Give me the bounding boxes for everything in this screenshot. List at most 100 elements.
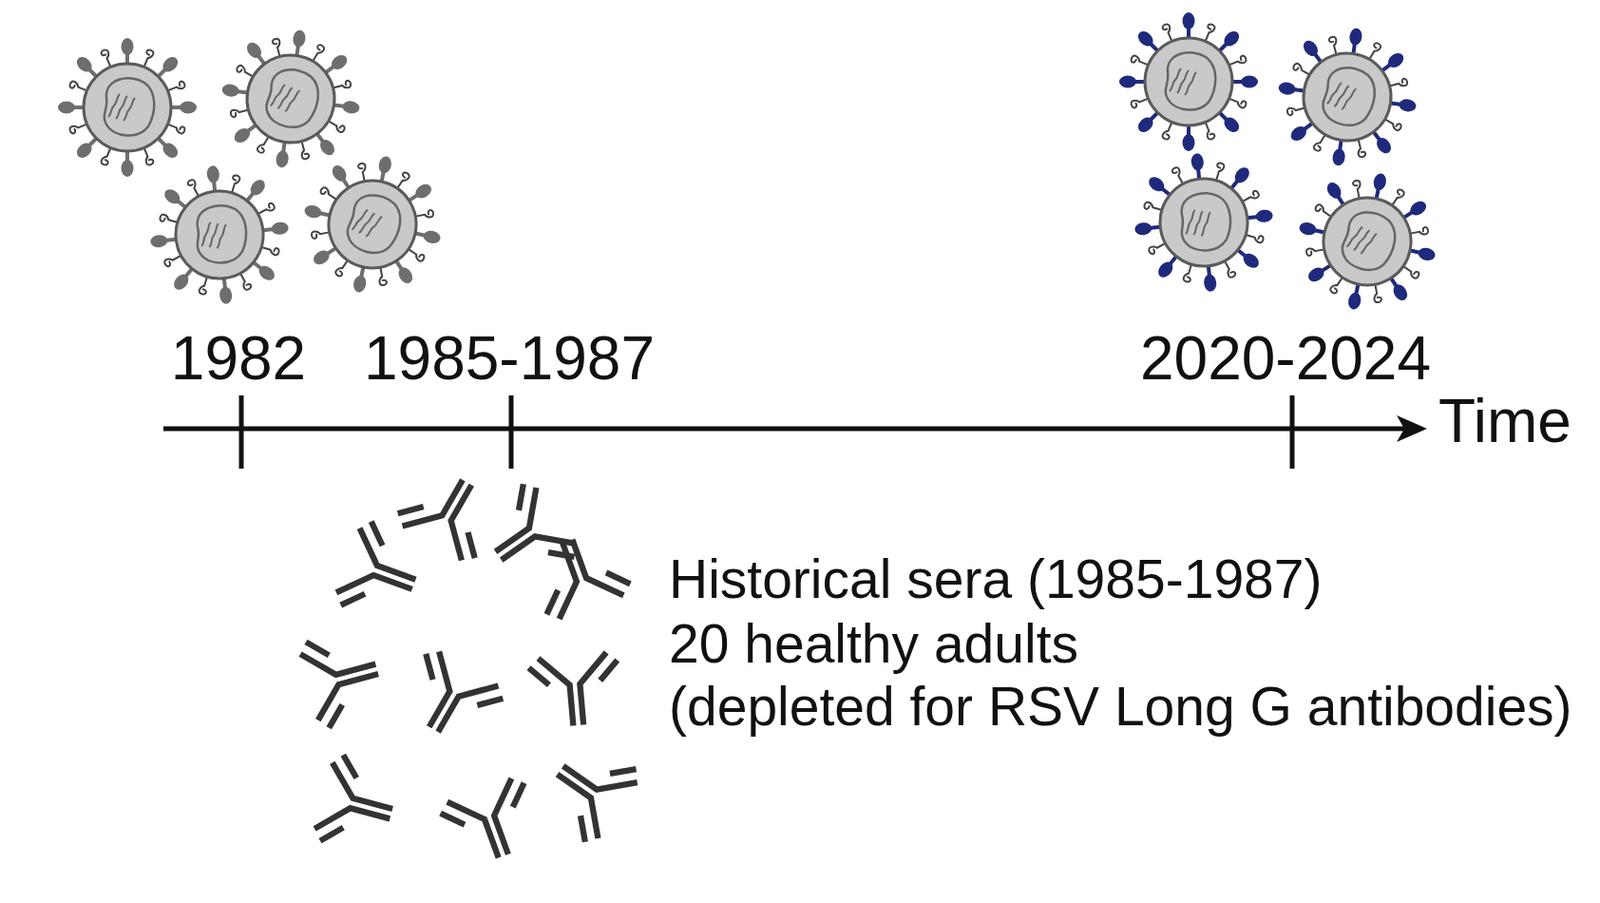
g-protein-spike xyxy=(377,266,388,286)
rna-strand xyxy=(1184,72,1197,96)
virus-core xyxy=(343,190,405,258)
f-protein-spike xyxy=(121,151,134,177)
virus-envelope xyxy=(83,63,172,152)
f-protein-spike xyxy=(206,165,222,192)
antibody xyxy=(528,650,624,729)
f-protein-spike xyxy=(1119,76,1145,89)
rna-strand xyxy=(123,97,135,121)
rna-strand xyxy=(359,210,376,236)
f-protein-spike xyxy=(1390,96,1418,114)
antibody-group xyxy=(297,459,644,871)
f-protein-spike xyxy=(121,38,134,64)
f-protein-spike xyxy=(1331,139,1348,168)
virus-particle xyxy=(143,158,296,311)
virus-particle xyxy=(1284,158,1449,324)
f-protein-spike xyxy=(1297,220,1326,238)
antibody xyxy=(473,478,582,592)
g-protein-spike xyxy=(1371,284,1383,304)
sera-note: (depleted for RSV Long G antibodies) xyxy=(668,679,1573,734)
antibody xyxy=(393,459,506,566)
g-protein-spike xyxy=(1305,246,1325,257)
f-protein-spike xyxy=(1190,152,1206,180)
virus-core xyxy=(264,66,322,131)
tick-mark xyxy=(1290,395,1296,469)
g-protein-spike xyxy=(1286,104,1306,116)
f-protein-spike xyxy=(414,227,442,245)
axis-arrowhead xyxy=(1396,415,1428,442)
f-protein-spike xyxy=(1409,244,1437,262)
g-protein-spike xyxy=(229,106,249,118)
g-protein-spike xyxy=(310,228,330,240)
antibody xyxy=(525,525,633,622)
rna-strand xyxy=(1333,83,1349,108)
tick-mark xyxy=(239,395,245,469)
f-protein-spike xyxy=(375,154,393,183)
f-protein-spike xyxy=(1347,27,1364,56)
f-protein-spike xyxy=(1182,12,1196,39)
f-protein-spike xyxy=(1346,283,1364,311)
virus-particle xyxy=(1127,146,1280,299)
year-label: 2020-2024 xyxy=(1140,327,1431,389)
f-protein-spike xyxy=(290,29,307,58)
f-protein-spike xyxy=(57,101,84,115)
f-protein-spike xyxy=(1134,220,1162,236)
g-protein-spike xyxy=(1352,179,1364,199)
axis-line xyxy=(163,426,1405,432)
virus-particle xyxy=(1119,12,1258,152)
virus-core xyxy=(1165,52,1217,110)
f-protein-spike xyxy=(333,98,362,115)
year-label: 1982 xyxy=(171,327,306,389)
f-protein-spike xyxy=(351,266,369,294)
g-protein-spike xyxy=(1389,77,1409,90)
tick-mark xyxy=(509,395,515,469)
virus-envelope xyxy=(241,49,341,149)
rna-strand xyxy=(1327,80,1342,105)
virus-particle xyxy=(212,20,370,178)
rna-strand xyxy=(214,224,229,248)
f-protein-spike xyxy=(221,82,249,99)
antibody xyxy=(332,518,429,627)
g-protein-spike xyxy=(415,209,435,221)
antibody xyxy=(297,626,389,731)
rna-strand xyxy=(1199,211,1213,236)
virus-envelope xyxy=(1297,47,1397,147)
rna-strand xyxy=(1341,87,1356,112)
virus-group xyxy=(57,12,1450,324)
sera-note: Historical sera (1985-1987) xyxy=(668,552,1322,607)
f-protein-spike xyxy=(217,277,233,305)
sera-note: 20 healthy adults xyxy=(668,616,1079,671)
virus-core xyxy=(1178,190,1235,252)
g-protein-spike xyxy=(1328,36,1340,56)
g-protein-spike xyxy=(1409,227,1429,238)
axis-label: Time xyxy=(1438,390,1572,452)
rna-strand xyxy=(1360,230,1377,256)
antibody xyxy=(438,774,546,871)
virus-core xyxy=(104,77,155,135)
time-axis xyxy=(163,395,1428,469)
rna-strand xyxy=(277,85,292,110)
rna-strand xyxy=(270,82,286,107)
g-protein-spike xyxy=(271,38,284,58)
f-protein-spike xyxy=(150,232,177,248)
g-protein-spike xyxy=(358,162,369,182)
f-protein-spike xyxy=(1370,171,1388,200)
g-protein-spike xyxy=(298,140,310,160)
virus-envelope xyxy=(171,186,267,283)
g-protein-spike xyxy=(1354,138,1367,158)
virus-envelope xyxy=(1144,38,1233,126)
rna-strand xyxy=(1346,224,1363,249)
virus-particle xyxy=(57,38,197,177)
f-protein-spike xyxy=(1182,125,1196,152)
virus-core xyxy=(1320,64,1378,129)
rna-strand xyxy=(351,207,368,232)
virus-core xyxy=(193,202,250,265)
f-protein-spike xyxy=(171,101,197,115)
virus-particle xyxy=(289,141,455,306)
antibody xyxy=(534,733,644,847)
rna-strand xyxy=(1353,228,1371,253)
f-protein-spike xyxy=(1277,80,1306,97)
year-label: 1985-1987 xyxy=(363,327,655,389)
antibody xyxy=(395,646,508,752)
